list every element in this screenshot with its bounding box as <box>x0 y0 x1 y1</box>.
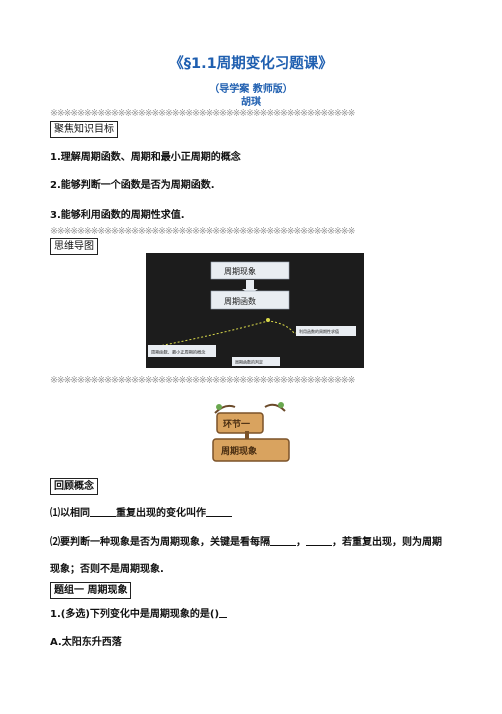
leaf-icon <box>216 404 222 410</box>
connector-node <box>266 318 270 322</box>
separator-line: ※※※※※※※※※※※※※※※※※※※※※※※※※※※※※※※※※※※※※※※※… <box>50 375 355 386</box>
node-judgement <box>232 357 280 366</box>
exercise-question-text: 1.(多选)下列变化中是周期现象的是() <box>50 609 220 620</box>
review-question-1: ⑴以相同 重复出现的变化叫作 <box>50 504 232 519</box>
page-subtitle: （导学案 教师版） <box>209 84 293 95</box>
node-evaluation <box>296 326 356 336</box>
fill-blank <box>206 506 232 517</box>
section-label-mindmap: 思维导图 <box>50 238 98 255</box>
sign-rope <box>245 431 249 441</box>
exercise-option-a: A.太阳东升西落 <box>50 637 122 648</box>
exercise-question-1: 1.(多选)下列变化中是周期现象的是() <box>50 605 228 620</box>
separator-line: ※※※※※※※※※※※※※※※※※※※※※※※※※※※※※※※※※※※※※※※※… <box>50 226 355 237</box>
vine-icon <box>264 403 286 412</box>
objective-item-2: 2.能够判断一个函数是否为周期函数. <box>50 180 215 191</box>
node-label-top: 周期现象 <box>224 266 256 276</box>
node-label-left: 周期函数、最小正周期的概念 <box>151 349 206 356</box>
review-q2-text: ⑵要判断一种现象是否为周期现象，关键是看每隔 <box>50 537 270 548</box>
wooden-sign-illustration: 环节一 周期现象 <box>212 402 290 462</box>
review-q2-text: ， <box>296 537 306 548</box>
node-concept <box>148 345 216 357</box>
mind-map-diagram: 周期现象 周期函数 周期函数、最小正周期的概念 周期函数的判定 利用函数的周期性… <box>146 253 364 368</box>
author-name: 胡琪 <box>241 97 261 108</box>
separator-line: ※※※※※※※※※※※※※※※※※※※※※※※※※※※※※※※※※※※※※※※※… <box>50 108 355 119</box>
review-q1-text: 重复出现的变化叫作 <box>116 508 206 519</box>
review-question-2: ⑵要判断一种现象是否为周期现象，关键是看每隔 ， ，若重复出现，则为周期 <box>50 533 442 548</box>
sign-text-top: 环节一 <box>223 418 250 430</box>
review-q1-text: ⑴以相同 <box>50 508 90 519</box>
node-label-center: 周期函数的判定 <box>235 359 263 365</box>
vine-icon <box>214 404 236 414</box>
node-label-right: 利用函数的周期性求值 <box>299 328 339 334</box>
arrow-down-icon <box>242 280 258 294</box>
sign-text-bottom: 周期现象 <box>221 445 257 457</box>
node-periodic-phenomenon <box>210 261 290 280</box>
node-periodic-function <box>210 290 290 310</box>
sign-plank-top <box>216 412 264 434</box>
fill-blank <box>219 607 228 618</box>
fill-blank <box>90 506 116 517</box>
connector-lines <box>153 320 329 348</box>
page-title: 《§1.1周期变化习题课》 <box>169 56 333 72</box>
section-label-focus: 聚焦知识目标 <box>50 121 118 138</box>
node-label-middle: 周期函数 <box>224 296 256 306</box>
section-label-group: 题组一 周期现象 <box>50 582 132 599</box>
fill-blank <box>306 535 332 546</box>
section-label-review: 回顾概念 <box>50 478 98 495</box>
objective-item-1: 1.理解周期函数、周期和最小正周期的概念 <box>50 152 241 163</box>
sign-plank-bottom <box>212 438 290 462</box>
leaf-icon <box>278 402 284 408</box>
objective-item-3: 3.能够利用函数的周期性求值. <box>50 210 185 221</box>
fill-blank <box>270 535 296 546</box>
review-question-2-cont: 现象；否则不是周期现象. <box>50 564 164 575</box>
review-q2-text: ，若重复出现，则为周期 <box>332 537 442 548</box>
